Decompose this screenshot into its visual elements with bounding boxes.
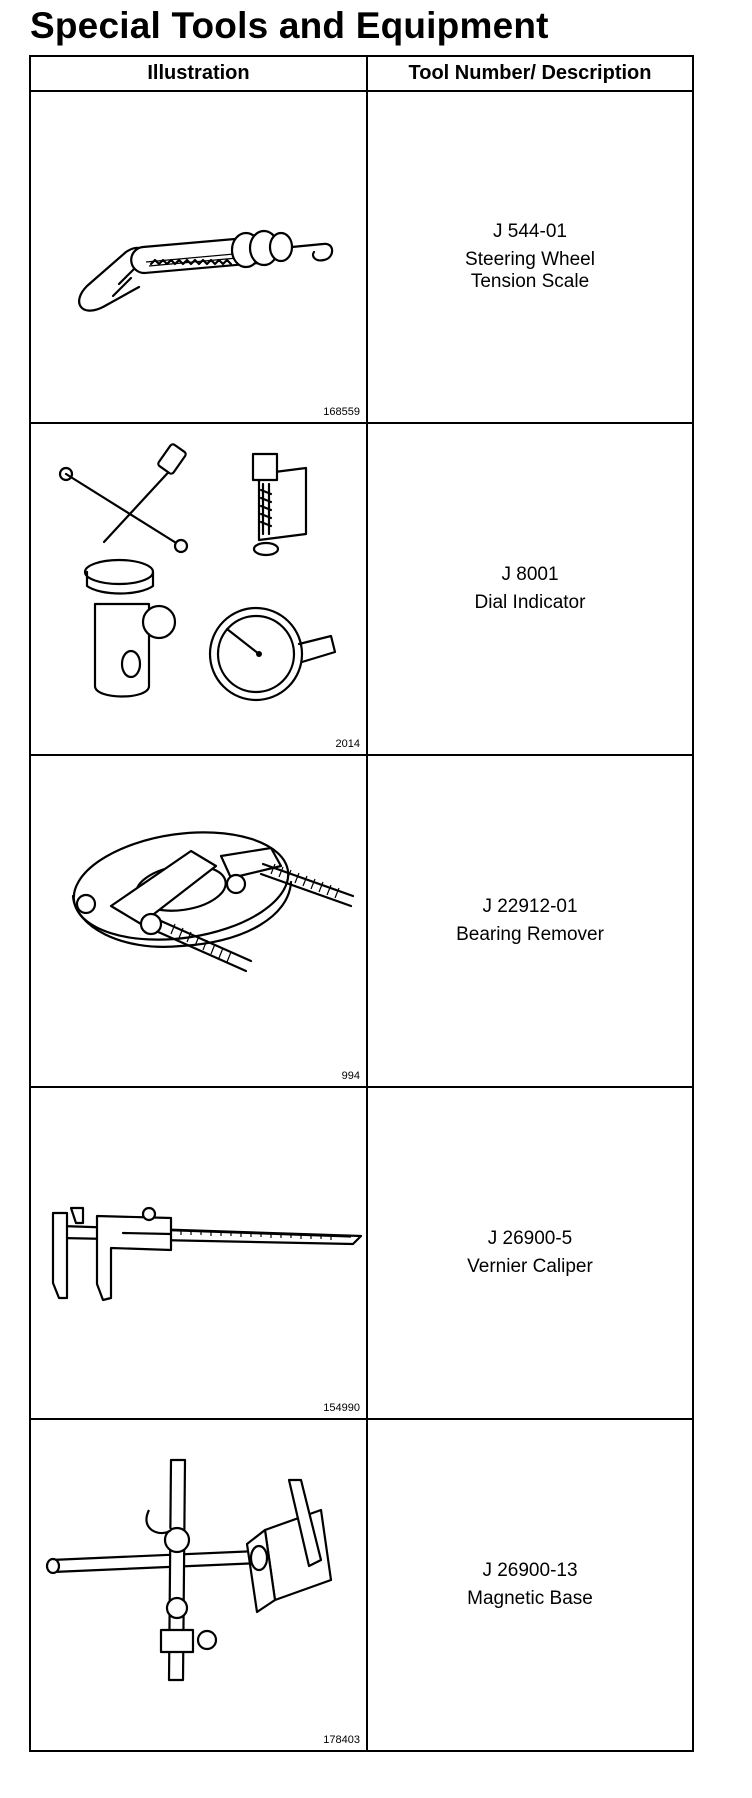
illustration-cell: 994 — [29, 754, 368, 1088]
header-tool-description: Tool Number/ Description — [366, 55, 694, 92]
illustration-cell: 2014 — [29, 422, 368, 756]
tool-name: Bearing Remover — [456, 924, 604, 945]
figure-number: 154990 — [323, 1402, 360, 1414]
tool-number: J 8001 — [501, 564, 559, 585]
illustration-cell: 154990 — [29, 1086, 368, 1420]
description-cell: J 8001 Dial Indicator — [366, 422, 694, 756]
tool-number: J 26900-13 — [482, 1560, 578, 1581]
figure-number: 2014 — [335, 738, 360, 750]
figure-number: 178403 — [323, 1734, 360, 1746]
tool-name: Magnetic Base — [467, 1588, 593, 1609]
page-title: Special Tools and Equipment — [30, 5, 549, 46]
illustration-cell: 168559 — [29, 90, 368, 424]
tool-number: J 26900-5 — [487, 1228, 573, 1249]
illustration-cell: 178403 — [29, 1418, 368, 1752]
tools-table: Illustration Tool Number/ Description 16… — [29, 55, 694, 1752]
table-row: 2014 J 8001 Dial Indicator — [29, 422, 694, 756]
magnetic-base-icon — [45, 1458, 333, 1682]
table-row: 178403 J 26900-13 Magnetic Base — [29, 1418, 694, 1752]
tool-number: J 22912-01 — [482, 896, 578, 917]
tension-scale-icon — [78, 229, 334, 312]
table-row: 994 J 22912-01 Bearing Remover — [29, 754, 694, 1088]
tool-name: Dial Indicator — [474, 592, 586, 613]
description-cell: J 26900-5 Vernier Caliper — [366, 1086, 694, 1420]
table-header-row: Illustration Tool Number/ Description — [29, 55, 694, 92]
figure-number: 994 — [341, 1070, 360, 1082]
header-illustration: Illustration — [29, 55, 368, 92]
vernier-caliper-icon — [51, 1206, 363, 1302]
tool-number: J 544-01 — [493, 221, 567, 242]
dial-indicator-set-icon — [58, 443, 337, 702]
tool-name: Vernier Caliper — [467, 1256, 593, 1277]
table-row: 154990 J 26900-5 Vernier Caliper — [29, 1086, 694, 1420]
description-cell: J 26900-13 Magnetic Base — [366, 1418, 694, 1752]
bearing-remover-icon — [71, 831, 355, 973]
description-cell: J 22912-01 Bearing Remover — [366, 754, 694, 1088]
figure-number: 168559 — [323, 406, 360, 418]
